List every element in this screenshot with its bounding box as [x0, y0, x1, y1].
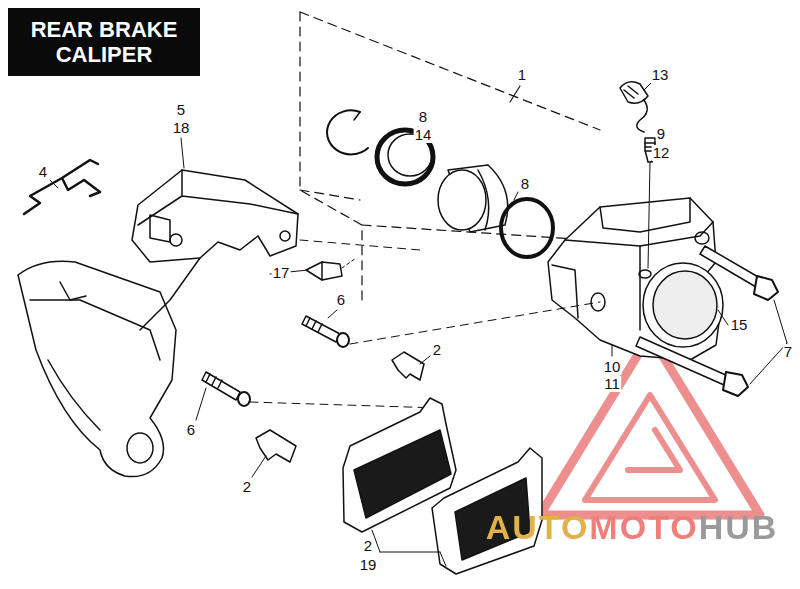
callout-number: 2 — [363, 538, 373, 554]
callout-number: 17 — [272, 265, 291, 281]
callout-number: 10 — [603, 359, 622, 375]
callout-number: 2 — [432, 342, 442, 358]
callout-number: 11 — [603, 376, 621, 392]
callout-number: 12 — [652, 145, 671, 161]
callout-number: 6 — [186, 422, 196, 438]
callout-number: 7 — [783, 344, 793, 360]
title-banner: REAR BRAKE CALIPER — [8, 8, 200, 76]
callout-number: 9 — [656, 126, 666, 142]
callout-number: 8 — [418, 109, 428, 125]
callout-number: 13 — [651, 67, 670, 83]
callout-number: 5 — [176, 102, 186, 118]
callout-number: 14 — [414, 127, 433, 143]
callout-number: 19 — [359, 557, 378, 573]
callout-number: 6 — [336, 292, 346, 308]
callout-number: 8 — [520, 176, 530, 192]
callout-number: 2 — [242, 479, 252, 495]
callout-number: 15 — [730, 317, 749, 333]
callout-number: 18 — [172, 120, 191, 136]
callout-number: 1 — [517, 67, 527, 83]
callout-number: 4 — [38, 164, 48, 180]
watermark: AUTOMOTOHUB — [486, 508, 779, 546]
